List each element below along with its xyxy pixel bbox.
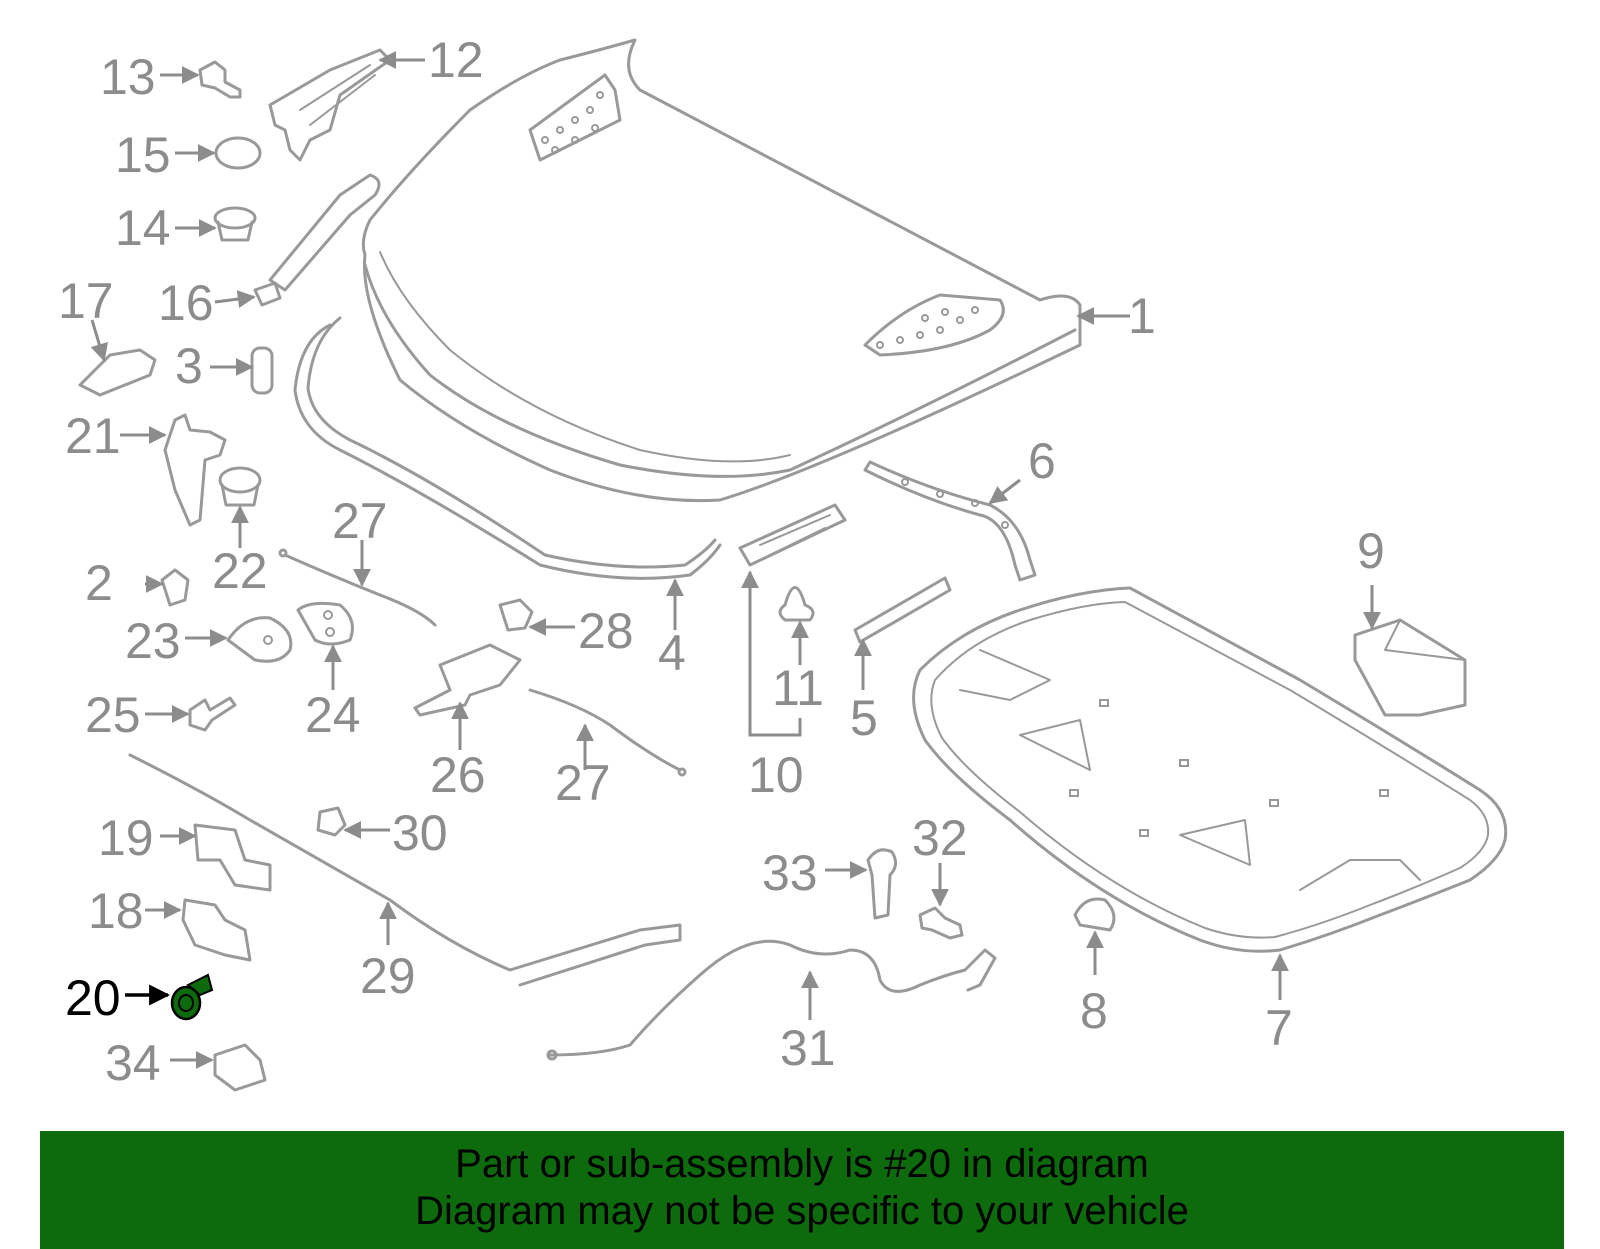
callout-19: 19 [98, 810, 154, 866]
callout-7: 7 [1265, 1000, 1293, 1056]
part-8-bumper [1073, 897, 1116, 932]
part-22-grommet [218, 466, 262, 507]
part-9-pad [1353, 618, 1467, 717]
part-16-strut [253, 173, 381, 307]
callout-26: 26 [430, 747, 486, 803]
callout-28: 28 [578, 603, 634, 659]
callout-22: 22 [212, 543, 268, 599]
callout-20-highlighted: 20 [65, 970, 121, 1026]
callout-10: 10 [748, 747, 804, 803]
callout-25: 25 [85, 687, 141, 743]
callout-labels: 1 2 3 4 5 6 7 8 9 10 11 12 13 14 15 16 1… [58, 32, 1385, 1091]
callout-2: 2 [85, 555, 113, 611]
part-21-latch-bracket [163, 413, 227, 527]
part-34-clip [213, 1043, 267, 1092]
part-5-strip [853, 576, 952, 644]
part-27-cable-lower [528, 688, 687, 777]
callout-15: 15 [115, 127, 171, 183]
part-30-clip [316, 806, 347, 837]
callout-24: 24 [305, 687, 361, 743]
part-25-bolt [188, 696, 237, 732]
callout-9: 9 [1357, 523, 1385, 579]
part-13-bolt [198, 60, 242, 99]
part-29-release-cable [128, 753, 682, 987]
part-18-bracket [181, 898, 252, 962]
part-24-plate [296, 601, 354, 646]
callout-13: 13 [100, 49, 156, 105]
callout-27-lower: 27 [555, 755, 611, 811]
rear-seal [863, 460, 1037, 582]
part-27-cable-upper [278, 548, 437, 627]
callout-21: 21 [65, 408, 121, 464]
part-11-clip [778, 586, 815, 622]
hood-panel [361, 38, 1082, 503]
info-banner: Part or sub-assembly is #20 in diagram D… [40, 1131, 1564, 1249]
callout-14: 14 [115, 200, 171, 256]
callout-11: 11 [772, 660, 824, 716]
part-23-plate [226, 616, 293, 663]
part-14-grommet [213, 206, 257, 242]
callout-16: 16 [158, 275, 214, 331]
part-19-plate [193, 823, 272, 892]
part-2-clip [160, 568, 190, 607]
callout-8: 8 [1080, 983, 1108, 1039]
callout-3: 3 [175, 338, 203, 394]
callout-31: 31 [780, 1020, 836, 1076]
callout-23: 23 [125, 613, 181, 669]
part-12-hinge [268, 48, 392, 162]
banner-line-2: Diagram may not be specific to your vehi… [415, 1189, 1189, 1233]
part-3-buffer [250, 346, 274, 395]
hood-seal-strip [293, 316, 722, 580]
callout-27-upper: 27 [332, 493, 388, 549]
callout-12: 12 [428, 32, 484, 88]
callout-5: 5 [850, 690, 878, 746]
callout-6: 6 [1028, 433, 1056, 489]
callout-33: 33 [762, 845, 818, 901]
callout-30: 30 [392, 805, 448, 861]
callout-1: 1 [1128, 288, 1156, 344]
part-28-clip [498, 598, 534, 632]
part-32-bolt [918, 906, 964, 940]
hood-insulator [912, 586, 1508, 953]
callout-4: 4 [658, 625, 686, 681]
callout-18: 18 [88, 883, 144, 939]
part-26-latch [413, 643, 522, 717]
part-33-stud [866, 848, 897, 920]
callout-34: 34 [105, 1035, 161, 1091]
part-20-highlighted-bolt [170, 973, 214, 1021]
part-15-ring [214, 136, 262, 170]
part-10-bracket [738, 503, 847, 567]
part-17-bracket [78, 348, 157, 397]
leader-arrows [90, 51, 1381, 1069]
part-31-cable [546, 939, 997, 1061]
banner-line-1: Part or sub-assembly is #20 in diagram [455, 1142, 1149, 1186]
callout-32: 32 [912, 810, 968, 866]
callout-29: 29 [360, 948, 416, 1004]
callout-17: 17 [58, 273, 114, 329]
